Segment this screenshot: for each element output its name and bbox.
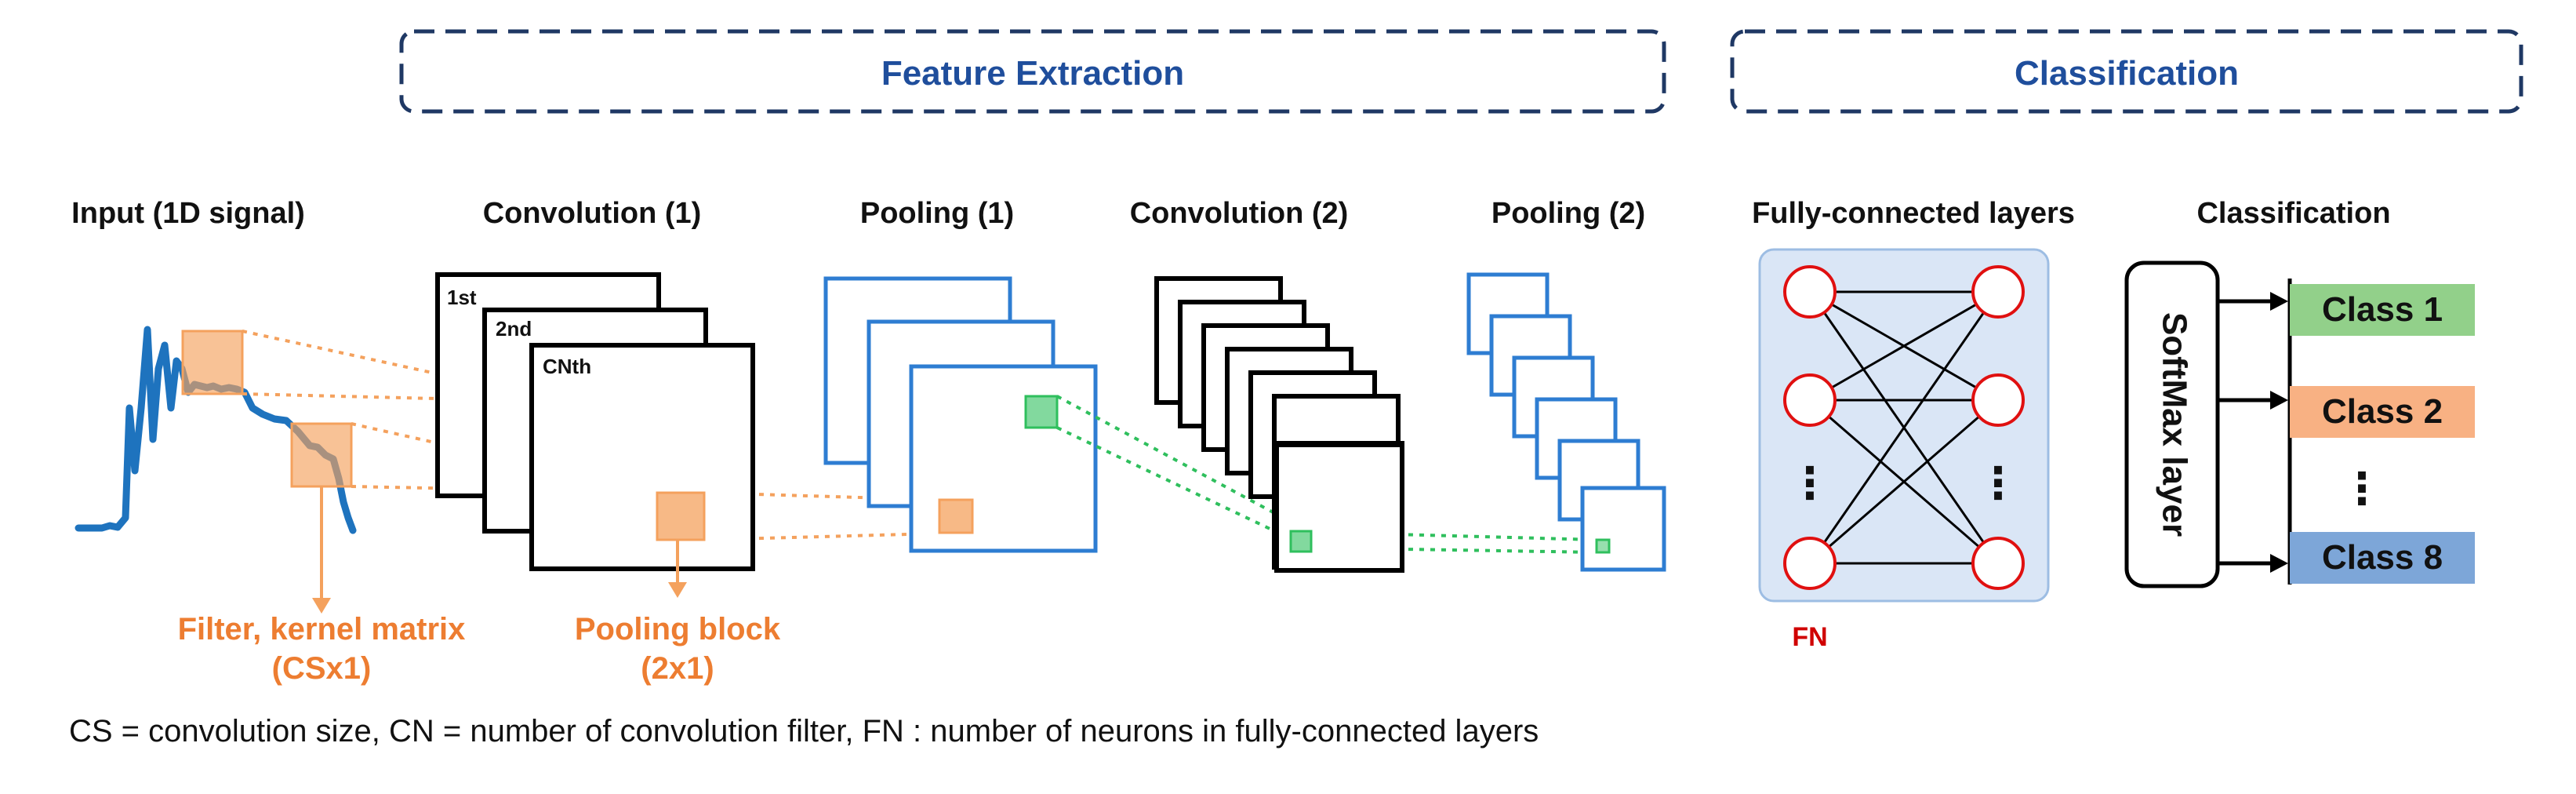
stage-label-input: Input (1D signal) xyxy=(71,197,305,230)
stage-label-classification: Classification xyxy=(2196,197,2390,230)
stage-label-conv1: Convolution (1) xyxy=(483,197,702,230)
arrowhead-class-1 xyxy=(2270,292,2288,311)
softmax-output-arrows xyxy=(2218,299,2274,566)
class-8-label: Class 8 xyxy=(2322,538,2443,577)
class-8-box xyxy=(2290,532,2475,584)
fc-neuron-right-1 xyxy=(1971,265,2025,319)
class-1-label: Class 1 xyxy=(2322,290,2443,329)
feature-extraction-box xyxy=(399,29,1666,114)
pool1-output-cell xyxy=(938,498,974,534)
pool1-conv-window xyxy=(1024,395,1059,429)
conv1-map-label-1: 1st xyxy=(447,286,477,309)
fc-neuron-right-n xyxy=(1971,537,2025,590)
conv1-map-label-n: CNth xyxy=(543,355,591,378)
fc-neuron-left-1 xyxy=(1783,265,1837,319)
stage-label-fc: Fully-connected layers xyxy=(1752,197,2075,230)
fc-neuron-right-2 xyxy=(1971,373,2025,427)
class-2-box xyxy=(2290,386,2475,438)
fc-ellipsis-right: ⋮ xyxy=(1976,458,2020,508)
fc-neuron-left-n xyxy=(1783,537,1837,590)
class-1-box xyxy=(2290,284,2475,336)
softmax-layer-box xyxy=(2124,260,2220,588)
fc-fn-label: FN xyxy=(1792,622,1827,652)
feature-extraction-title: Feature Extraction xyxy=(881,54,1184,93)
pool-annotation-line1: Pooling block xyxy=(575,612,781,646)
fc-panel xyxy=(1758,248,2050,603)
fc-connections xyxy=(1808,290,2000,565)
stage-label-pool2: Pooling (2) xyxy=(1491,197,1645,230)
conv1-map-n xyxy=(529,343,755,571)
stage-label-pool1: Pooling (1) xyxy=(860,197,1014,230)
arrowhead-class-8 xyxy=(2270,554,2288,573)
pooling-block xyxy=(656,491,706,541)
conv2-pooling-window xyxy=(1289,530,1313,553)
conv1-feature-maps: 1st 2nd CNth xyxy=(435,272,755,571)
softmax-layer-label: SoftMax layer xyxy=(2155,312,2193,537)
pool-annotation-line2: (2x1) xyxy=(641,651,714,686)
fc-neuron-left-2 xyxy=(1783,373,1837,427)
pool-pointer-arrow xyxy=(668,582,687,598)
stage-label-conv2: Convolution (2) xyxy=(1130,197,1349,230)
conv1-map-label-2: 2nd xyxy=(496,317,532,341)
pool2-feature-maps xyxy=(1466,272,1666,572)
filter-annotation-line2: (CSx1) xyxy=(272,651,372,686)
filter-window-1 xyxy=(181,330,244,395)
filter-annotation-line1: Filter, kernel matrix xyxy=(178,612,466,646)
pool2-output-cell xyxy=(1595,538,1611,554)
class-ellipsis: ⋮ xyxy=(2340,464,2384,513)
fc-ellipsis-left: ⋮ xyxy=(1788,458,1832,508)
filter-window-2 xyxy=(290,422,353,488)
classification-section-title: Classification xyxy=(2015,54,2239,93)
arrowhead-class-2 xyxy=(2270,391,2288,410)
class-2-label: Class 2 xyxy=(2322,392,2443,431)
filter-pointer-arrow xyxy=(312,598,331,614)
diagram-caption: CS = convolution size, CN = number of co… xyxy=(69,714,1539,748)
classification-section-box xyxy=(1730,29,2523,114)
